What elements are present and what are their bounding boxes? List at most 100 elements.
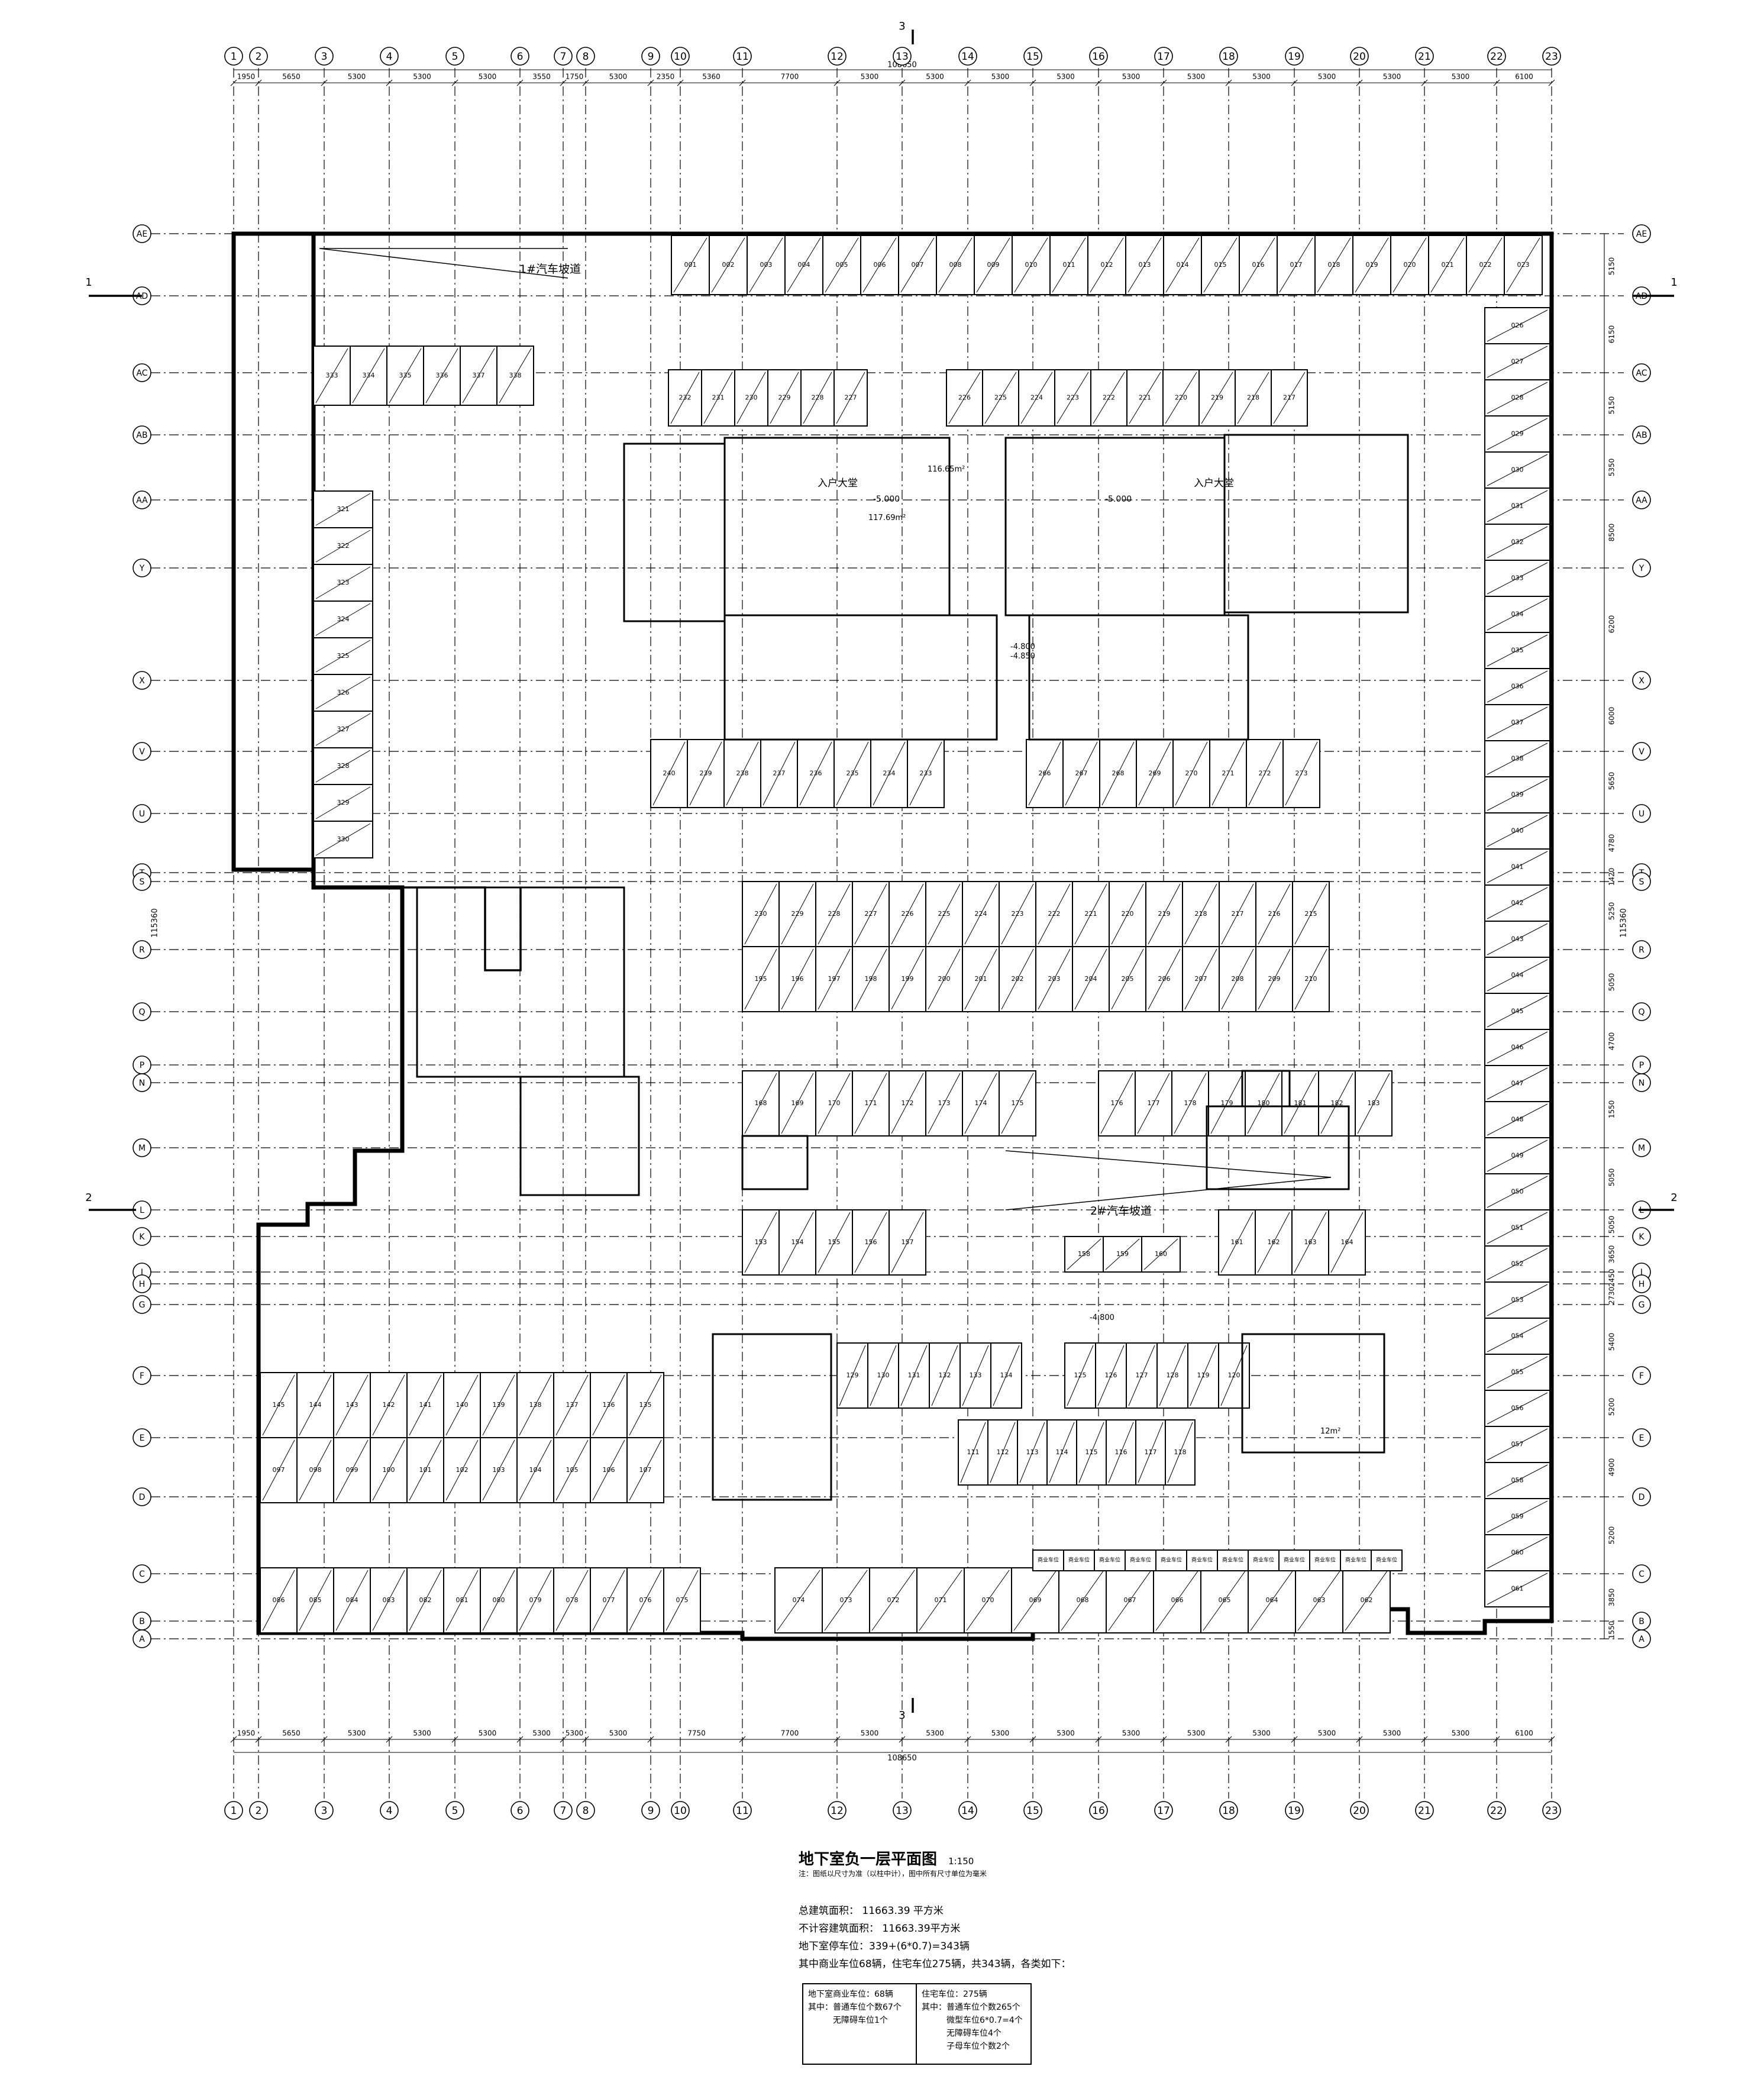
stall-b-w-078-diagonal — [555, 1570, 589, 1631]
stall-b-e-062-number: 062 — [1361, 1596, 1373, 1604]
axis-bubble-left-AA — [133, 490, 151, 509]
stall-n-e-178: 178 — [1171, 1070, 1209, 1137]
stall-right-047: 047 — [1484, 1065, 1550, 1102]
elevation-2-label: -5.000 — [1105, 495, 1132, 504]
bottom-dim-tick-3 — [386, 1736, 393, 1743]
stall-left-322-number: 322 — [337, 542, 350, 550]
stall-right-043: 043 — [1484, 921, 1550, 958]
parking-total-row: 地下室停车位：339+(6*0.7)=343辆 — [799, 1941, 970, 1952]
stall-ab-e-219-diagonal — [1201, 372, 1233, 424]
axis-bubble-left-E — [133, 1428, 151, 1447]
top-dim-value-5: 3550 — [532, 73, 551, 81]
stall-f-w-131-number: 131 — [908, 1371, 920, 1379]
stall-ac-335: 335 — [386, 346, 424, 406]
stall-n-w-174-number: 174 — [975, 1099, 987, 1107]
stall-u-w-233-number: 233 — [920, 770, 932, 777]
stall-b-e-066-diagonal — [1155, 1570, 1199, 1631]
stall-commercial-11-outline — [1371, 1549, 1403, 1571]
stall-right-028-diagonal — [1487, 382, 1548, 414]
top-dim-value-14: 5300 — [1057, 73, 1075, 81]
axis-label-bottom-22: 22 — [1490, 1805, 1503, 1817]
axis-label-left-S: S — [140, 877, 145, 887]
stall-b-w-080-diagonal — [482, 1570, 515, 1631]
stall-k-e-163-diagonal — [1294, 1212, 1327, 1273]
stall-right-041-number: 041 — [1511, 863, 1524, 871]
stall-right-060: 060 — [1484, 1534, 1550, 1571]
stall-b-e-074: 074 — [774, 1567, 823, 1633]
stall-r-218: 218 — [1182, 881, 1220, 947]
stall-f-e-125-diagonal — [1067, 1345, 1094, 1406]
total-area-value: 11663.39 平方米 — [862, 1905, 944, 1917]
right-dim-value-13: 5050 — [1608, 973, 1616, 992]
stall-right-055-diagonal — [1487, 1356, 1548, 1389]
stall-commercial-9-label: 商业车位 — [1314, 1557, 1336, 1564]
stall-u-w-239-diagonal — [689, 741, 722, 806]
stall-u-w-236-diagonal — [799, 741, 832, 806]
axis-label-bottom-7: 7 — [560, 1805, 567, 1817]
stall-top-009-number: 009 — [987, 261, 1000, 269]
bottom-dim-tick-14 — [1095, 1736, 1102, 1743]
stall-ac-333: 333 — [313, 346, 351, 406]
stall-e-w-143-diagonal — [335, 1374, 369, 1436]
axis-bubble-top-1 — [224, 47, 243, 66]
stall-left-330-diagonal — [315, 823, 371, 856]
axis-label-bottom-18: 18 — [1222, 1805, 1235, 1817]
stall-ab-w-230-diagonal — [736, 372, 766, 424]
stall-top-016: 016 — [1239, 235, 1278, 295]
stall-f-e-119-diagonal — [1190, 1345, 1217, 1406]
bottom-dim-tick-20 — [1493, 1736, 1500, 1743]
axis-label-top-22: 22 — [1490, 51, 1503, 63]
stall-d-105-diagonal — [555, 1439, 589, 1501]
stall-r-219: 219 — [1145, 881, 1183, 947]
stall-commercial-6-label: 商业车位 — [1222, 1557, 1243, 1564]
stall-n-w-175-diagonal — [1001, 1073, 1034, 1134]
parking-summary-table: 地下室商业车位：68辆 其中：普通车位个数67个 无障碍车位1个 住宅车位：27… — [802, 1983, 1032, 2065]
stall-e-w-143: 143 — [333, 1372, 371, 1438]
axis-label-top-11: 11 — [736, 51, 749, 63]
stall-top-018-diagonal — [1317, 237, 1351, 293]
stall-u-w-235-number: 235 — [847, 770, 859, 777]
stall-n-e-181-diagonal — [1284, 1073, 1317, 1134]
stall-u-e-267-diagonal — [1065, 741, 1098, 806]
stall-left-327-number: 327 — [337, 725, 350, 733]
stall-f-w-133-number: 133 — [970, 1371, 982, 1379]
stall-right-029-diagonal — [1487, 418, 1548, 450]
stall-right-061-diagonal — [1487, 1573, 1548, 1605]
stall-right-040: 040 — [1484, 812, 1550, 850]
axis-label-right-H: H — [1639, 1280, 1645, 1289]
right-dim-value-9: 5050 — [1608, 1216, 1616, 1234]
top-dim-value-3: 5300 — [413, 73, 431, 81]
stall-top-004: 004 — [784, 235, 823, 295]
stall-n-w-174: 174 — [962, 1070, 1000, 1137]
stall-left-327: 327 — [313, 711, 373, 748]
stall-b-e-069: 069 — [1011, 1567, 1059, 1633]
top-dim-tick-9 — [677, 79, 684, 86]
stall-q-205-outline — [1109, 946, 1146, 1012]
stall-e-w-140: 140 — [443, 1372, 481, 1438]
bottom-dim-tick-10 — [833, 1736, 841, 1743]
stall-top-017: 017 — [1277, 235, 1316, 295]
ramp-2-label: 2#汽车坡道 — [1090, 1205, 1152, 1218]
stall-left-323-diagonal — [315, 566, 371, 599]
bottom-dim-value-15: 5300 — [1187, 1729, 1206, 1738]
stall-k-e-161: 161 — [1218, 1209, 1256, 1276]
stall-right-056-number: 056 — [1511, 1405, 1524, 1412]
stall-right-046-diagonal — [1487, 1031, 1548, 1064]
stall-n-w-171: 171 — [852, 1070, 890, 1137]
top-dim-tick-0 — [230, 79, 237, 86]
stall-ab-e-218-number: 218 — [1247, 394, 1259, 402]
stall-commercial-9: 商业车位 — [1309, 1549, 1341, 1571]
stall-b-e-072-number: 072 — [887, 1596, 900, 1604]
bottom-dim-tick-4 — [451, 1736, 458, 1743]
stall-ab-w-229-number: 229 — [778, 394, 791, 402]
stall-f-w-133-diagonal — [962, 1345, 989, 1406]
stall-right-061: 061 — [1484, 1570, 1550, 1607]
stall-f-w-131: 131 — [898, 1342, 930, 1409]
stall-e-w-135: 135 — [626, 1372, 664, 1438]
axis-bubble-bottom-7 — [554, 1801, 573, 1820]
stall-q-200-number: 200 — [938, 975, 951, 983]
top-dim-tick-13 — [964, 79, 971, 86]
drawing-title: 地下室负一层平面图 1:150 — [799, 1847, 974, 1869]
stall-right-047-diagonal — [1487, 1067, 1548, 1100]
